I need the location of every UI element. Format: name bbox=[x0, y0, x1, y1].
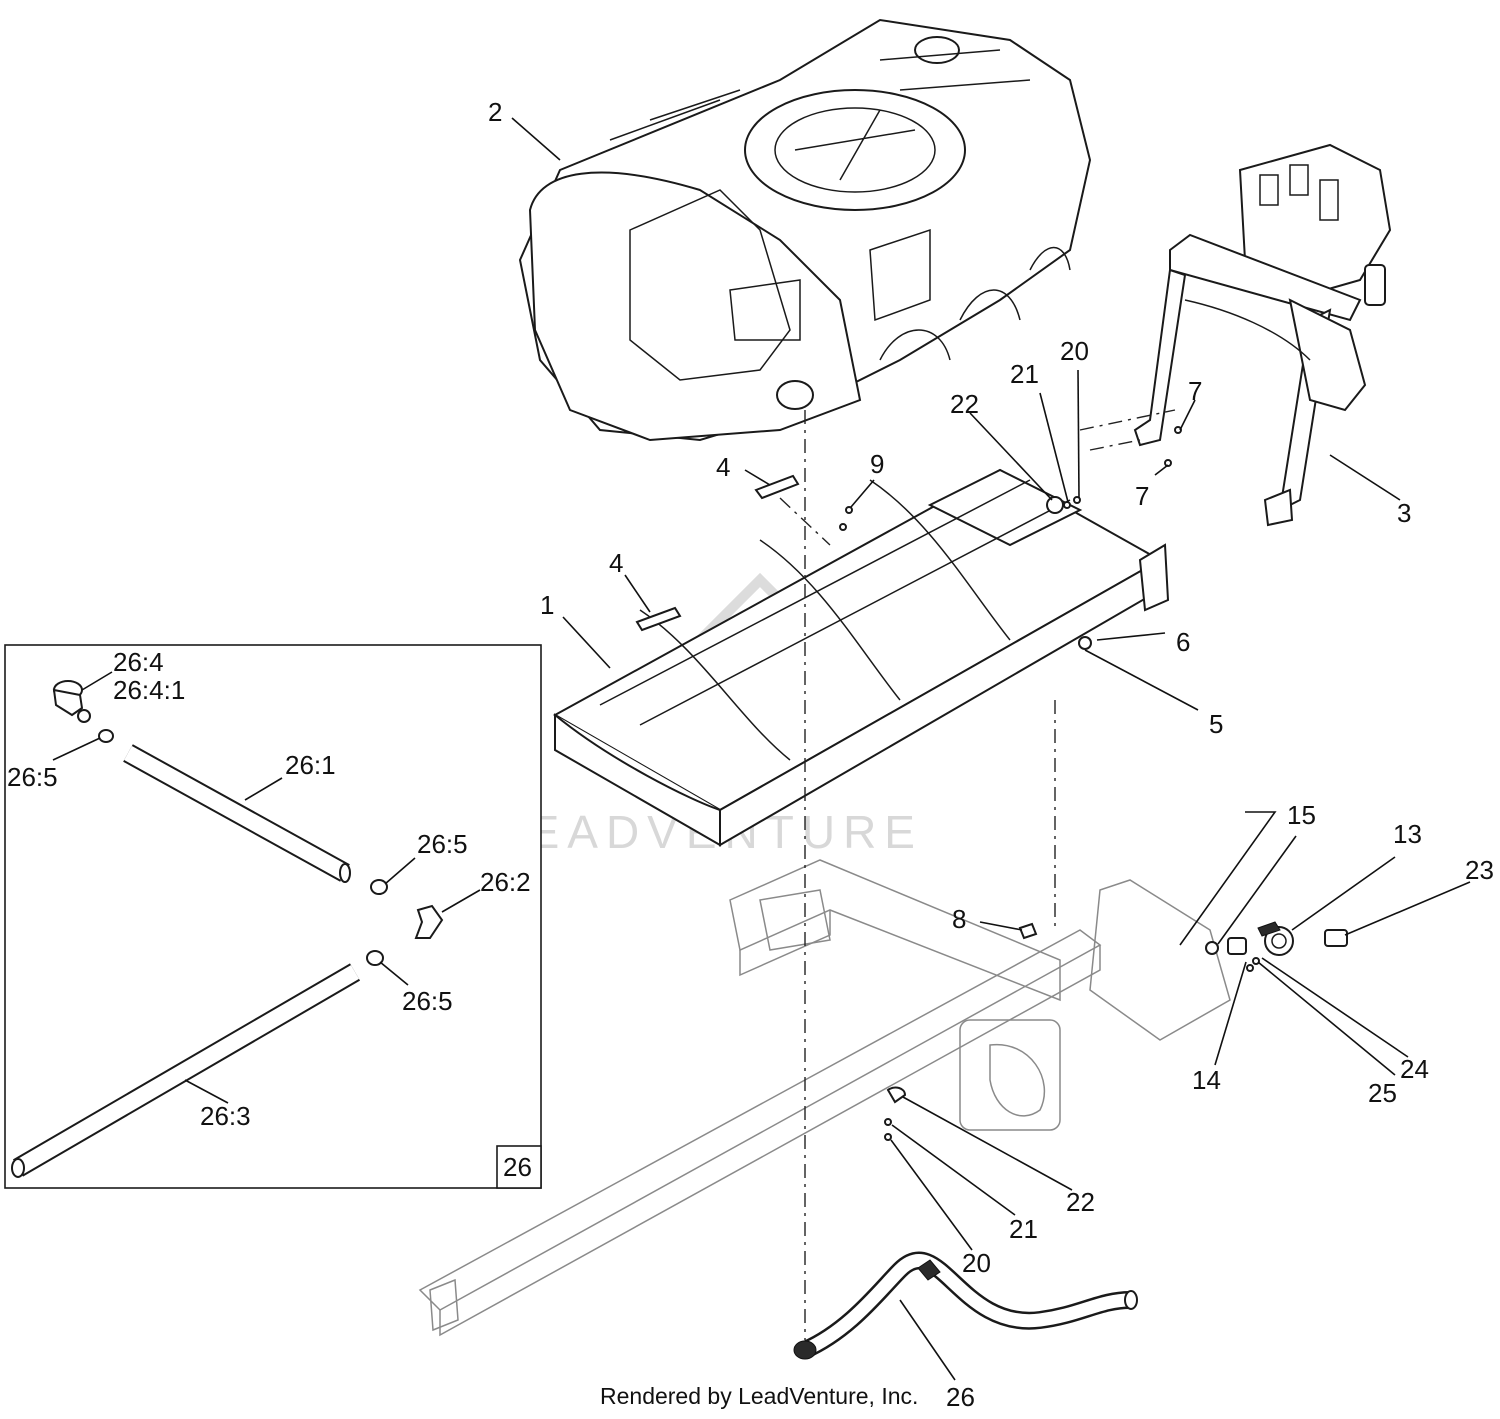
hose bbox=[793, 410, 1138, 1360]
callout-8: 8 bbox=[952, 904, 966, 934]
footer-credit: Rendered by LeadVenture, Inc. bbox=[600, 1383, 918, 1409]
inset-box-label: 26 bbox=[503, 1152, 532, 1182]
inset-callout-26-4: 26:4 bbox=[113, 647, 164, 677]
callout-13: 13 bbox=[1393, 819, 1422, 849]
callout-4-upper: 4 bbox=[716, 452, 730, 482]
callout-20-upper: 20 bbox=[1060, 336, 1089, 366]
callout-6: 6 bbox=[1176, 627, 1190, 657]
bracket bbox=[1079, 233, 1367, 527]
callout-24: 24 bbox=[1400, 1054, 1429, 1084]
callout-9: 9 bbox=[870, 449, 884, 479]
callout-22-lower: 22 bbox=[1066, 1187, 1095, 1217]
callout-21-upper: 21 bbox=[1010, 359, 1039, 389]
tank bbox=[518, 18, 1092, 442]
inset-callout-26-3: 26:3 bbox=[200, 1101, 251, 1131]
callout-21-lower: 21 bbox=[1009, 1214, 1038, 1244]
callout-5: 5 bbox=[1209, 709, 1223, 739]
callout-20-lower: 20 bbox=[962, 1248, 991, 1278]
callout-7-lower: 7 bbox=[1135, 481, 1149, 511]
inset-callout-26-2: 26:2 bbox=[480, 867, 531, 897]
decals bbox=[635, 474, 831, 632]
inset-callout-26-5-a: 26:5 bbox=[7, 762, 58, 792]
callout-14: 14 bbox=[1192, 1065, 1221, 1095]
inset-callout-26-1: 26:1 bbox=[285, 750, 336, 780]
callout-1: 1 bbox=[540, 590, 554, 620]
valve-assembly bbox=[1238, 143, 1392, 306]
callout-4-lower: 4 bbox=[609, 548, 623, 578]
inset-callout-26-5-c: 26:5 bbox=[402, 986, 453, 1016]
callout-22-upper: 22 bbox=[950, 389, 979, 419]
valve-fittings bbox=[1205, 921, 1348, 972]
chassis bbox=[418, 859, 1231, 1337]
callout-3: 3 bbox=[1397, 498, 1411, 528]
callout-15: 15 bbox=[1287, 800, 1316, 830]
callout-2: 2 bbox=[488, 97, 502, 127]
callout-26: 26 bbox=[946, 1382, 975, 1412]
inset-callout-26-5-b: 26:5 bbox=[417, 829, 468, 859]
inset-callout-26-4-1: 26:4:1 bbox=[113, 675, 185, 705]
callout-labels: 2 3 1 4 4 6 5 7 7 8 9 15 13 23 14 24 25 … bbox=[7, 97, 1494, 1412]
inset-box: 26 bbox=[4, 644, 542, 1189]
tank-frame bbox=[552, 468, 1170, 847]
callout-23: 23 bbox=[1465, 855, 1494, 885]
callout-7-upper: 7 bbox=[1188, 376, 1202, 406]
leader-lines bbox=[52, 117, 1471, 1381]
callout-25: 25 bbox=[1368, 1078, 1397, 1108]
